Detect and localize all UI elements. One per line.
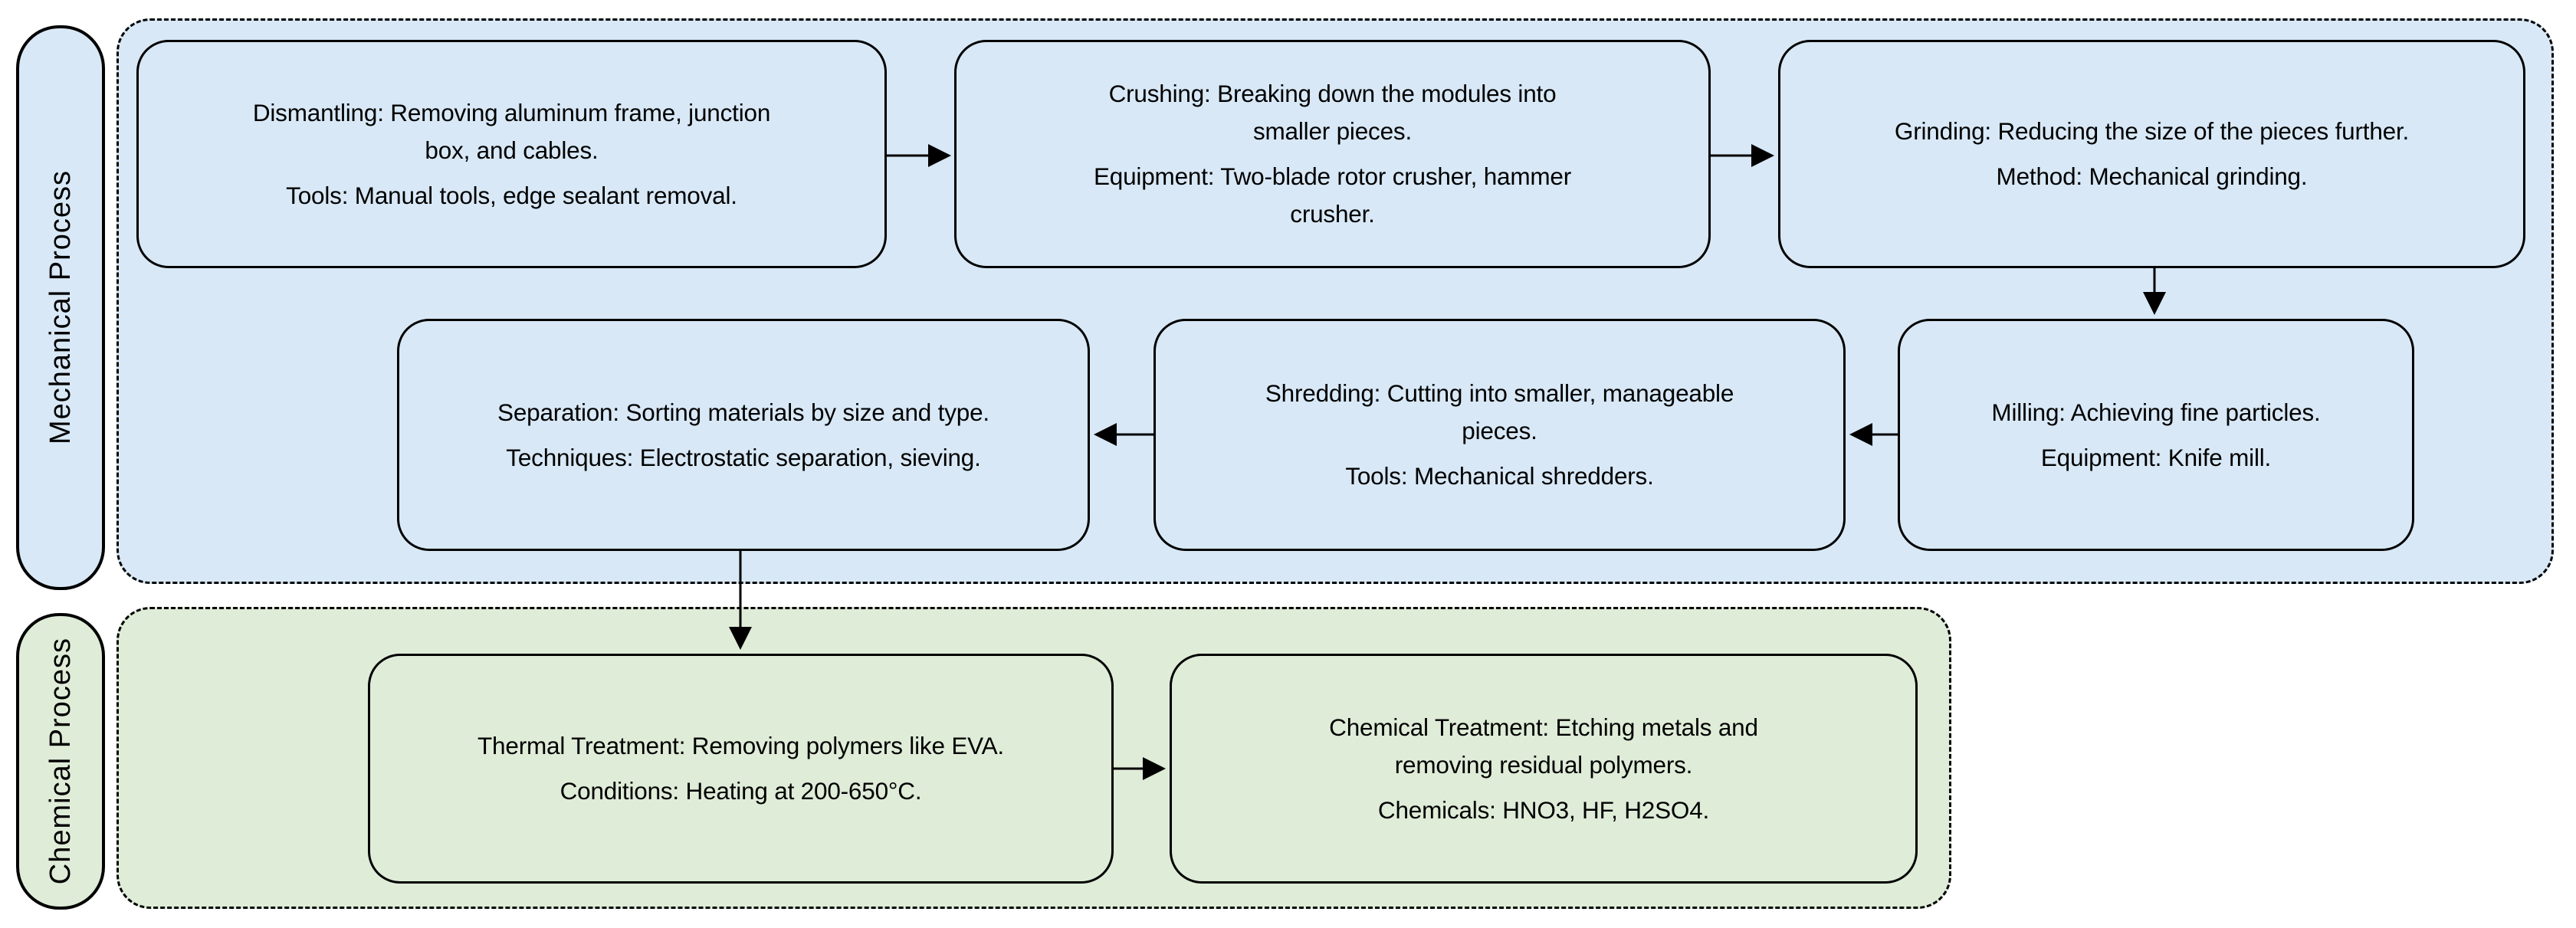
box-text-line: Thermal Treatment: Removing polymers lik… xyxy=(477,732,1004,759)
box-text-line: Crushing: Breaking down the modules into xyxy=(1108,80,1557,107)
box-text-line: removing residual polymers. xyxy=(1394,750,1693,779)
mechanical-process-label-pill: Mechanical Process xyxy=(16,25,105,590)
box-text-line: Shredding: Cutting into smaller, managea… xyxy=(1265,379,1734,407)
box-text-line: Dismantling: Removing aluminum frame, ju… xyxy=(252,98,771,126)
mechanical-process-label: Mechanical Process xyxy=(44,170,77,445)
box-text-line: Chemicals: HNO3, HF, H2SO4. xyxy=(1377,795,1710,824)
box-chemical-treatment: Chemical Treatment: Etching metals and r… xyxy=(1170,654,1918,884)
box-crushing: Crushing: Breaking down the modules into… xyxy=(954,40,1711,268)
box-milling: Milling: Achieving fine particles. Equip… xyxy=(1898,319,2414,551)
box-text-line: crusher. xyxy=(1290,200,1375,228)
box-dismantling: Dismantling: Removing aluminum frame, ju… xyxy=(136,40,887,268)
box-thermal-treatment: Thermal Treatment: Removing polymers lik… xyxy=(368,654,1114,884)
box-text-line: Equipment: Knife mill. xyxy=(2040,443,2272,471)
box-text-line: Separation: Sorting materials by size an… xyxy=(497,398,989,426)
chemical-process-label: Chemical Process xyxy=(44,638,77,885)
box-text-line: Milling: Achieving fine particles. xyxy=(1991,398,2321,426)
box-text-line: Tools: Mechanical shredders. xyxy=(1345,462,1654,490)
box-text-line: Tools: Manual tools, edge sealant remova… xyxy=(286,181,737,209)
box-text-line: Grinding: Reducing the size of the piece… xyxy=(1894,117,2410,145)
box-shredding: Shredding: Cutting into smaller, managea… xyxy=(1153,319,1846,551)
box-text-line: Chemical Treatment: Etching metals and xyxy=(1329,713,1758,741)
box-text-line: smaller pieces. xyxy=(1252,117,1413,145)
box-text-line: Method: Mechanical grinding. xyxy=(1996,162,2308,190)
box-text-line: pieces. xyxy=(1462,417,1537,444)
box-text-line: box, and cables. xyxy=(425,136,599,164)
box-text-line: Conditions: Heating at 200-650°C. xyxy=(560,777,922,805)
box-text-line: Equipment: Two-blade rotor crusher, hamm… xyxy=(1093,162,1572,190)
box-grinding: Grinding: Reducing the size of the piece… xyxy=(1778,40,2525,268)
chemical-process-label-pill: Chemical Process xyxy=(16,613,105,910)
box-text-line: Techniques: Electrostatic separation, si… xyxy=(506,443,981,471)
chemical-process-lane xyxy=(116,607,1951,909)
box-separation: Separation: Sorting materials by size an… xyxy=(397,319,1090,551)
